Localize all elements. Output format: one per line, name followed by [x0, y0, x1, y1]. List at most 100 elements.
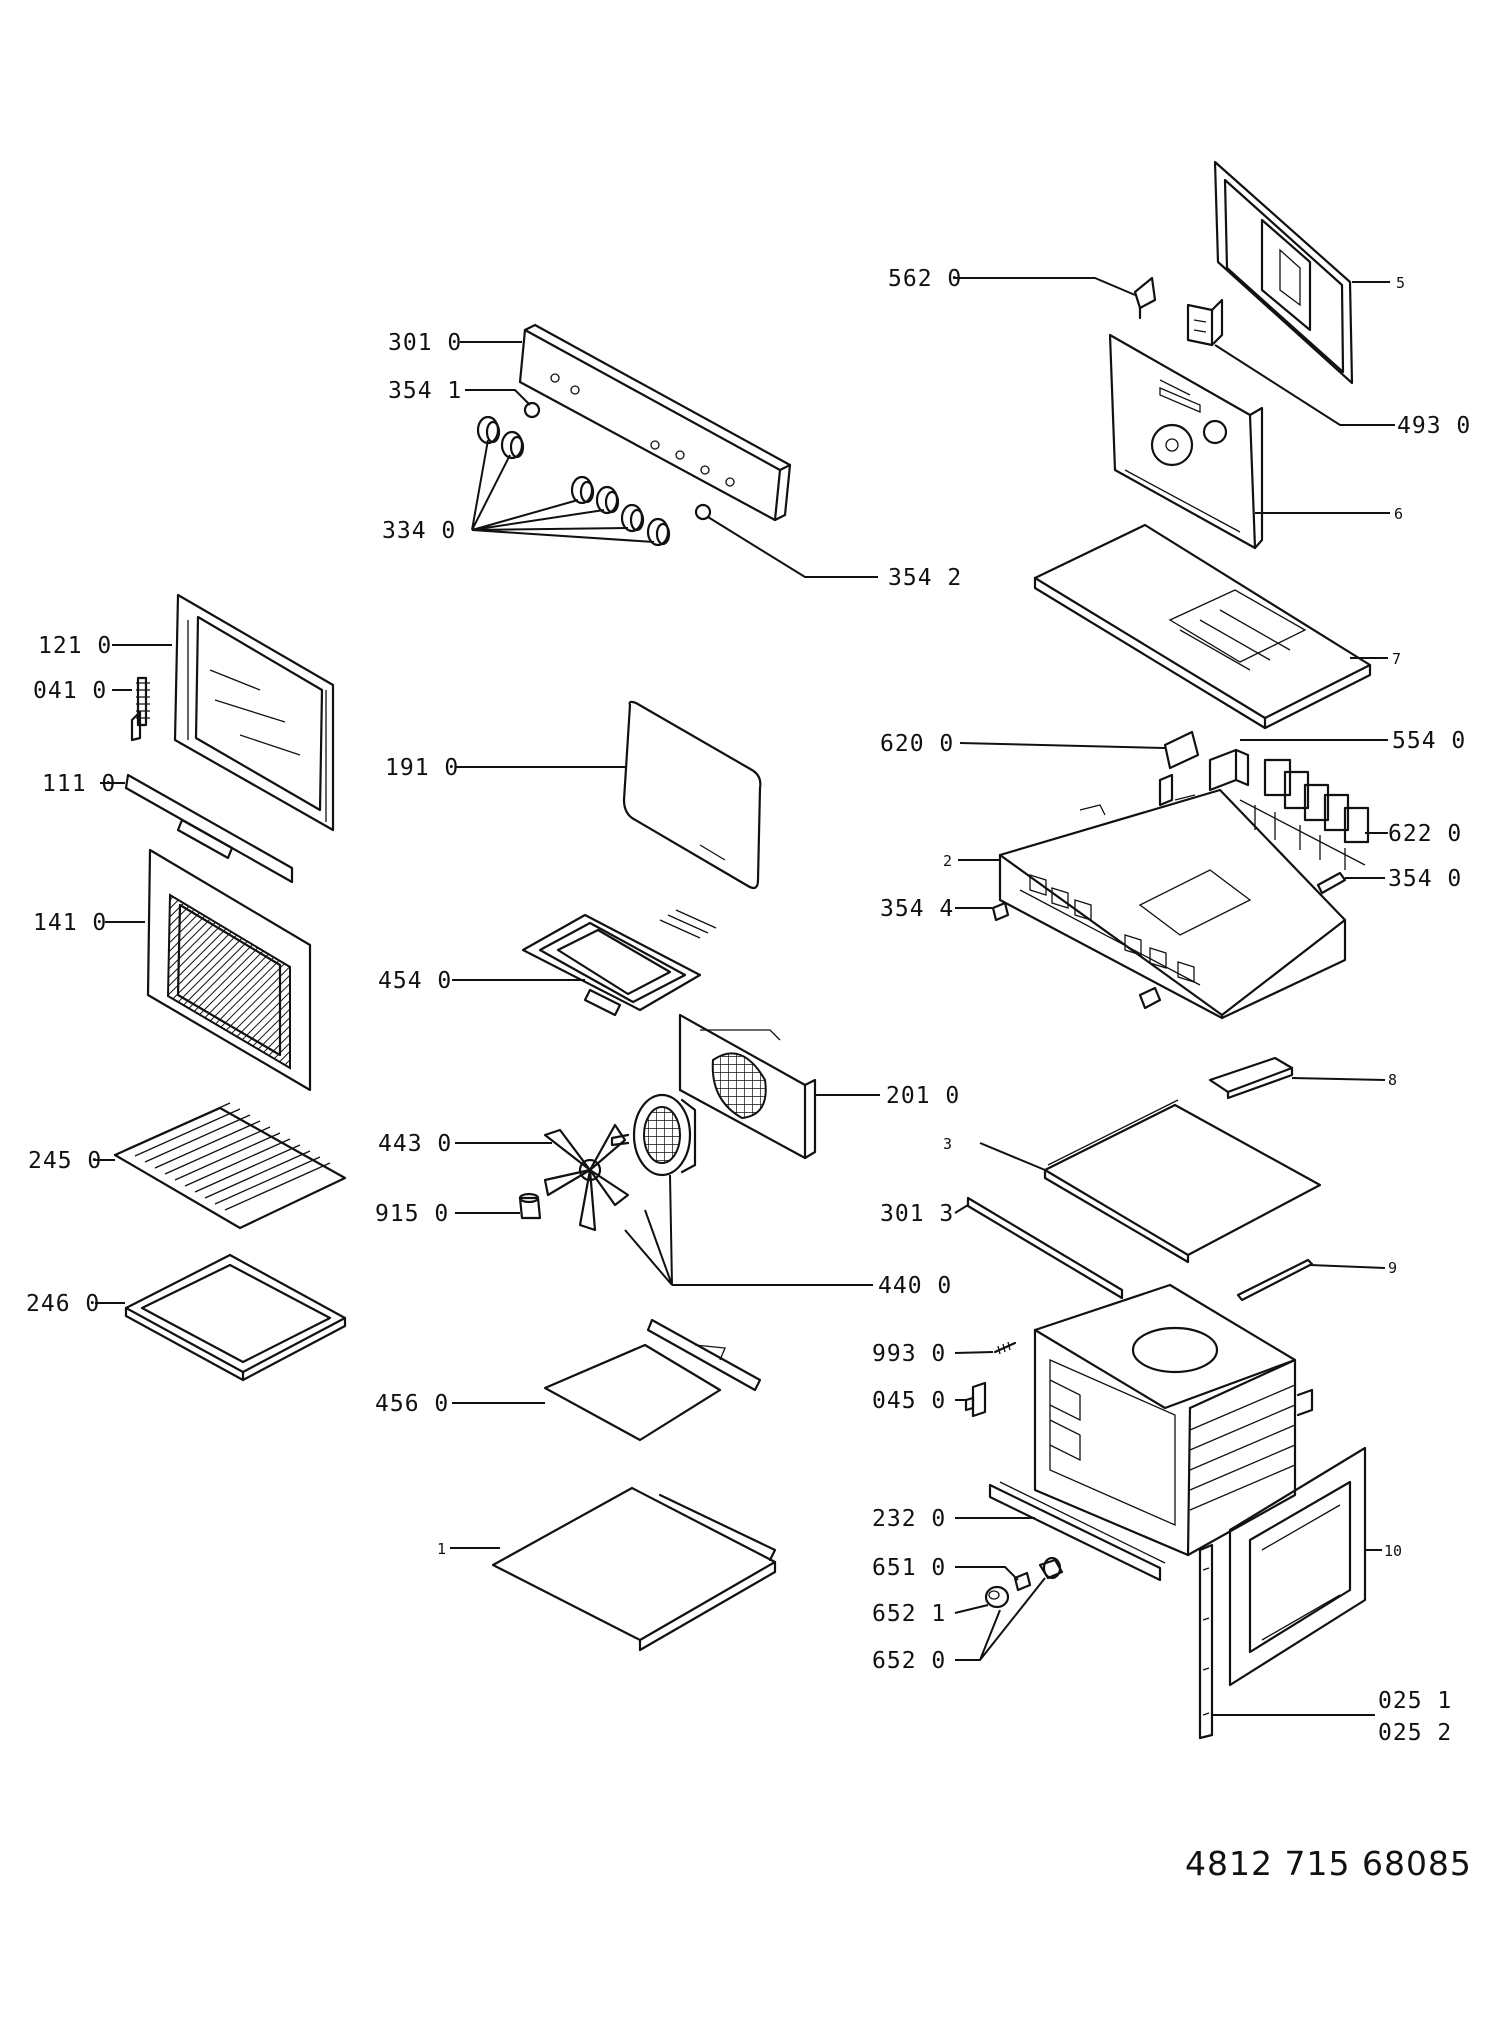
lamp-socket-lower: [1138, 986, 1162, 1010]
leader-651: [955, 1566, 1019, 1581]
strip-9: [1236, 1258, 1314, 1302]
fan-motor-440: [610, 1093, 697, 1177]
label-454-0: 454 0: [378, 968, 452, 994]
wire-shelf-245: [113, 1102, 347, 1230]
label-7: 7: [1392, 650, 1401, 668]
label-025-2: 025 2: [1378, 1720, 1452, 1746]
label-493-0: 493 0: [1397, 413, 1471, 439]
leader-493: [1214, 344, 1395, 426]
rear-wall-6: [1108, 333, 1264, 550]
indicator-lamp-354-1: [523, 401, 541, 419]
rear-panel-5: [1213, 160, 1354, 385]
label-121-0: 121 0: [38, 633, 112, 659]
leaders-334: [471, 439, 655, 543]
rail-301-3: [966, 1196, 1124, 1300]
label-191-0: 191 0: [385, 755, 459, 781]
label-993-0: 993 0: [872, 1341, 946, 1367]
label-141-0: 141 0: [33, 910, 107, 936]
control-knobs-334: [476, 415, 671, 547]
inner-door-121: [173, 593, 335, 832]
heating-element-454: [521, 909, 717, 1017]
leader-301-3: [954, 1204, 969, 1214]
label-354-1: 354 1: [388, 378, 462, 404]
leaders-652-0: [955, 1577, 1046, 1661]
bottom-element-456: [543, 1318, 762, 1442]
control-housing-2: [998, 788, 1347, 1020]
part-493-relay: [1186, 298, 1224, 347]
spring-993: [993, 1341, 1017, 1355]
leader-354-1: [465, 389, 531, 406]
leader-354-2: [707, 516, 878, 578]
label-9: 9: [1388, 1259, 1397, 1277]
label-620-0: 620 0: [880, 731, 954, 757]
leader-620: [959, 742, 1166, 749]
label-2: 2: [943, 852, 952, 870]
label-652-1: 652 1: [872, 1601, 946, 1627]
top-cover-7: [1033, 523, 1372, 730]
label-245-0: 245 0: [28, 1148, 102, 1174]
label-1: 1: [437, 1540, 446, 1558]
label-622-0: 622 0: [1388, 821, 1462, 847]
fan-blade-443: [543, 1123, 630, 1232]
oven-cavity: [1033, 1283, 1314, 1557]
knob-915: [518, 1192, 542, 1220]
leader-8: [1291, 1077, 1386, 1081]
control-panel-301: [518, 323, 792, 522]
label-652-0: 652 0: [872, 1648, 946, 1674]
document-number: 4812 715 68085: [1185, 1844, 1472, 1883]
trim-8: [1208, 1056, 1294, 1100]
label-10: 10: [1384, 1542, 1402, 1560]
clip-045: [964, 1381, 987, 1418]
label-354-0: 354 0: [1388, 866, 1462, 892]
bottom-plate-1: [491, 1486, 777, 1652]
lamp-651: [1013, 1571, 1032, 1592]
label-111-0: 111 0: [42, 771, 116, 797]
label-456-0: 456 0: [375, 1391, 449, 1417]
leader-562: [955, 277, 1136, 296]
label-6: 6: [1394, 505, 1403, 523]
label-3: 3: [943, 1135, 952, 1153]
label-554-0: 554 0: [1392, 728, 1466, 754]
hinge-025: [1198, 1543, 1214, 1740]
label-354-4: 354 4: [880, 896, 954, 922]
side-panel-3: [1043, 1099, 1322, 1264]
leader-652-1: [954, 1604, 989, 1614]
leader-3: [979, 1142, 1046, 1171]
label-354-2: 354 2: [888, 565, 962, 591]
switches-622: [1239, 758, 1370, 870]
label-201-0: 201 0: [886, 1083, 960, 1109]
label-045-0: 045 0: [872, 1388, 946, 1414]
label-301-3: 301 3: [880, 1201, 954, 1227]
lamp-cover-652: [1038, 1556, 1064, 1580]
hinge-041: [130, 676, 150, 742]
baking-tray-246: [124, 1253, 347, 1382]
label-025-1: 025 1: [1378, 1688, 1452, 1714]
label-246-0: 246 0: [26, 1291, 100, 1317]
part-562-clip: [1133, 276, 1157, 320]
leaders-440: [624, 1174, 873, 1286]
label-5: 5: [1396, 274, 1405, 292]
leader-9: [1309, 1264, 1386, 1269]
switch-554: [1208, 748, 1250, 792]
label-443-0: 443 0: [378, 1131, 452, 1157]
label-232-0: 232 0: [872, 1506, 946, 1532]
label-334-0: 334 0: [382, 518, 456, 544]
oven-light-cover-191: [622, 700, 762, 890]
door-handle-111: [124, 773, 294, 884]
fan-cover-201: [678, 1013, 817, 1160]
outer-door-glass-141: [146, 848, 312, 1092]
label-915-0: 915 0: [375, 1201, 449, 1227]
label-562-0: 562 0: [888, 266, 962, 292]
front-trim-232: [988, 1481, 1166, 1582]
label-8: 8: [1388, 1071, 1397, 1089]
thermostat-620: [1158, 730, 1200, 807]
leader-993: [954, 1351, 994, 1354]
label-651-0: 651 0: [872, 1555, 946, 1581]
lamp-holder-354-0: [1316, 871, 1347, 895]
door-frame-10: [1228, 1446, 1367, 1687]
indicator-lamp-354-2: [694, 503, 712, 521]
lamp-652-1: [984, 1585, 1010, 1609]
lamp-354-4: [991, 901, 1010, 922]
